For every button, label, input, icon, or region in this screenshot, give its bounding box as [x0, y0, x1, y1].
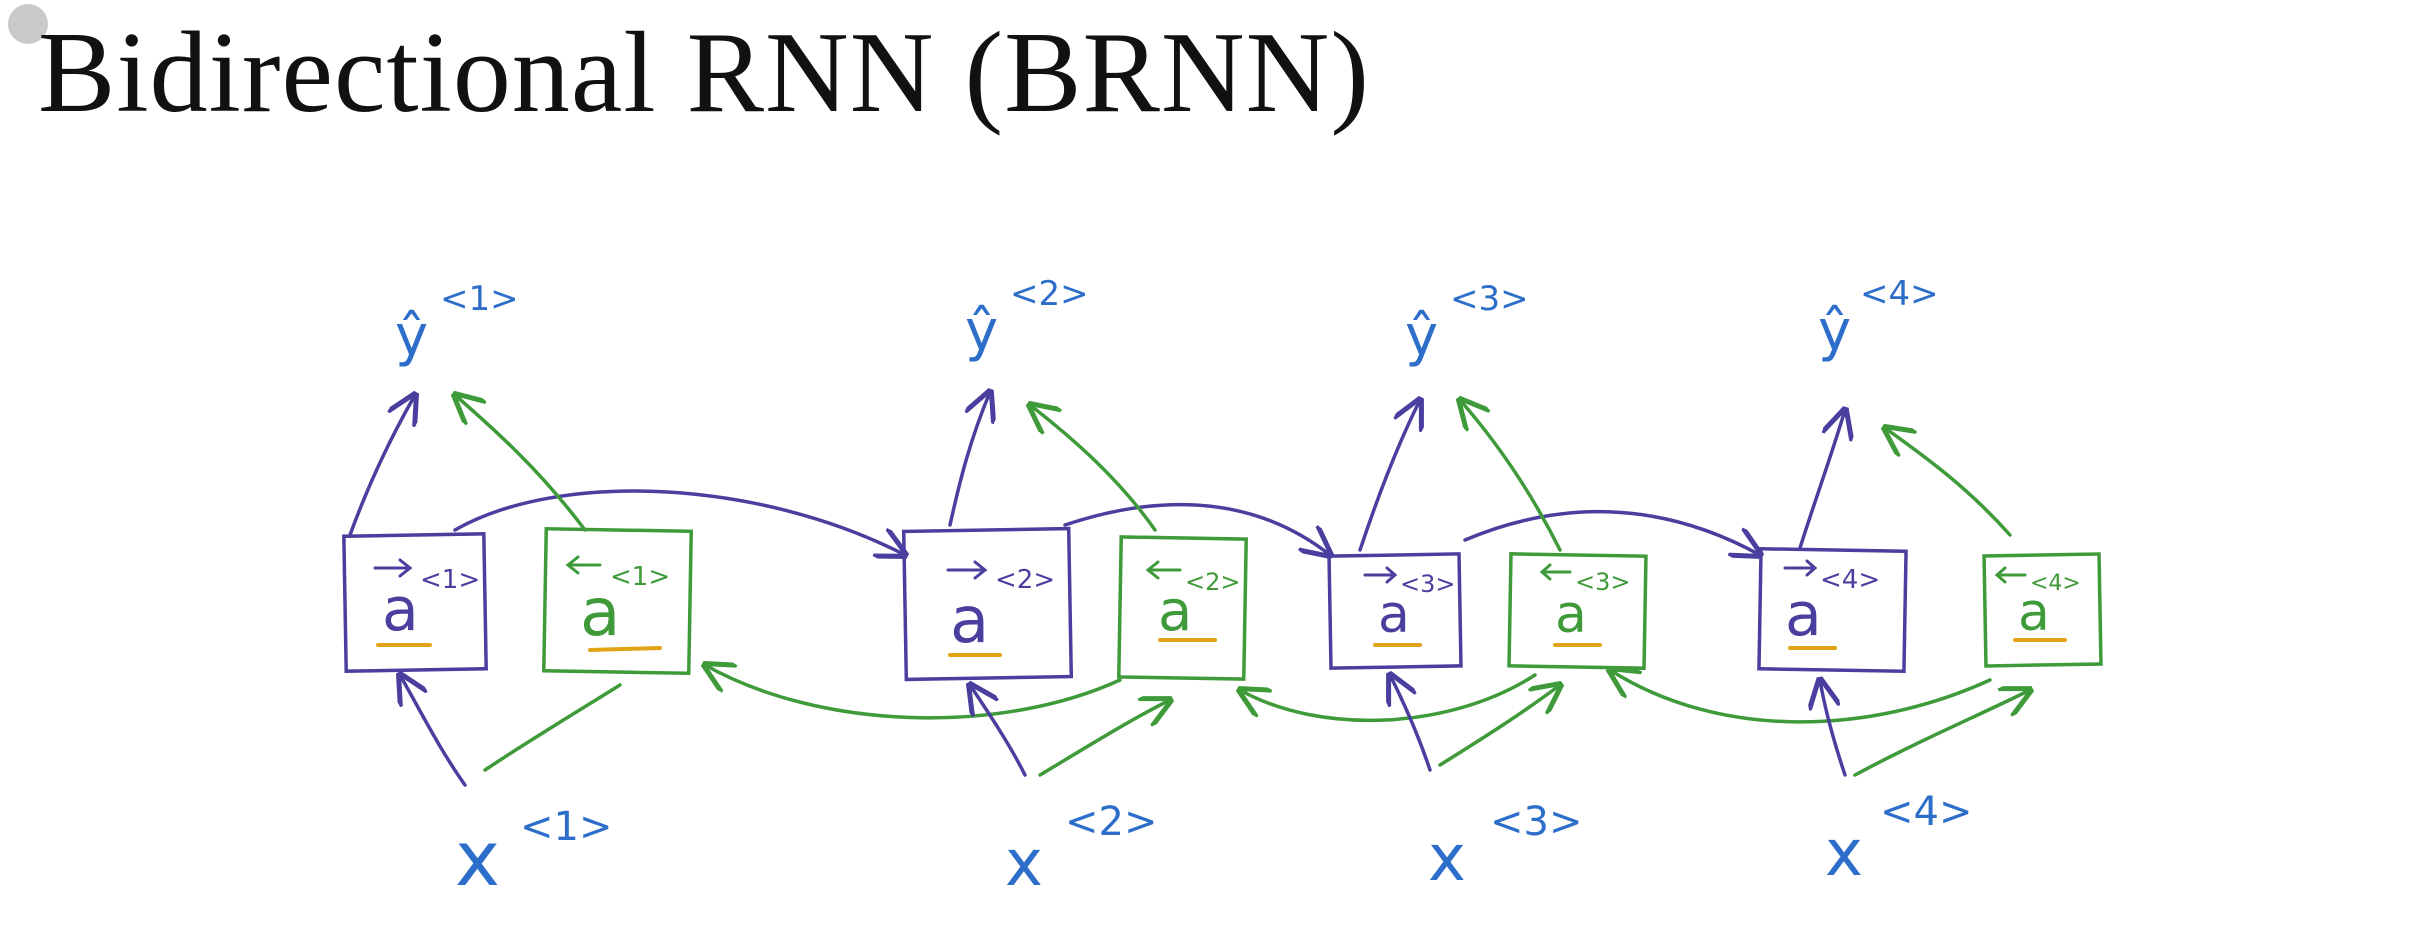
- forward-cell-4: [1757, 546, 1908, 674]
- bwd-a-label-4: a: [2018, 583, 2050, 643]
- fwd-edge-2-3: [1063, 502, 1330, 555]
- fwd-to-yhat-4: [1798, 410, 1845, 550]
- yhat-label-3: ŷ: [1405, 304, 1438, 369]
- fwd-a-sup-2: <2>: [995, 565, 1055, 595]
- x-sup-3: <3>: [1490, 799, 1582, 845]
- slide-corner-dot: [8, 4, 48, 44]
- input-to-fwd-1: [400, 675, 467, 787]
- activation-underlines: [376, 638, 2067, 657]
- fwd-a-label-4: a: [1785, 580, 1822, 650]
- bwd-dir-arrow-1: [565, 555, 602, 575]
- backward-cell-2: [1117, 535, 1248, 681]
- fwd-a-label-2: a: [950, 584, 989, 658]
- x-label-3: x: [1428, 822, 1466, 896]
- yhat-label-4: ŷ: [1818, 299, 1851, 364]
- fwd-a-sup-1: <1>: [420, 565, 480, 595]
- x-label-2: x: [1005, 827, 1043, 901]
- backward-connections: [705, 665, 1992, 724]
- bwd-edge-2-1: [705, 665, 1122, 720]
- output-labels: ŷ <1> ŷ <2> ŷ <3> ŷ <4>: [395, 274, 1939, 369]
- io-arrows: [348, 392, 2030, 787]
- bwd-a-sup-3: <3>: [1575, 568, 1631, 596]
- fwd-dir-arrow-1: [373, 558, 413, 578]
- input-labels: x <1> x <2> x <3> x <4>: [455, 789, 1972, 903]
- fwd-dir-arrow-4: [1783, 559, 1818, 577]
- bwd-to-yhat-2: [1030, 405, 1157, 532]
- yhat-sup-2: <2>: [1010, 274, 1089, 314]
- fwd-a-sup-4: <4>: [1820, 565, 1880, 595]
- fwd-a-label-3: a: [1378, 585, 1410, 645]
- backward-cell-3: [1507, 552, 1648, 670]
- bwd-a-label-1: a: [580, 574, 620, 651]
- fwd-dir-arrow-2: [946, 560, 988, 580]
- fwd-edge-3-4: [1463, 509, 1760, 555]
- fwd-a-label-1: a: [382, 575, 419, 645]
- underline-bwd-1: [588, 646, 662, 652]
- x-label-4: x: [1825, 817, 1863, 891]
- fwd-to-yhat-2: [948, 392, 990, 527]
- bwd-to-yhat-3: [1460, 400, 1562, 552]
- bwd-a-label-2: a: [1158, 579, 1192, 644]
- x-sup-1: <1>: [520, 804, 612, 850]
- fwd-to-yhat-1: [348, 395, 415, 537]
- backward-cell-1: [541, 526, 694, 676]
- yhat-label-1: ŷ: [395, 304, 428, 369]
- forward-connections: [453, 489, 1760, 555]
- bwd-edge-4-3: [1610, 670, 1992, 724]
- input-to-fwd-3: [1390, 675, 1432, 772]
- direction-arrows: [373, 555, 2027, 584]
- input-to-bwd-4: [1853, 690, 2030, 777]
- input-to-bwd-3: [1438, 685, 1560, 767]
- backward-cell-4: [1982, 552, 2103, 668]
- fwd-edge-1-2: [453, 489, 905, 555]
- fwd-to-yhat-3: [1358, 400, 1420, 552]
- yhat-label-2: ŷ: [965, 299, 998, 364]
- fwd-dir-arrow-3: [1363, 566, 1398, 584]
- fwd-a-sup-3: <3>: [1400, 570, 1456, 598]
- input-to-fwd-4: [1820, 680, 1847, 777]
- slide-title: Bidirectional RNN (BRNN): [38, 9, 1371, 137]
- x-sup-2: <2>: [1065, 799, 1157, 845]
- input-to-bwd-1: [483, 683, 622, 772]
- yhat-sup-1: <1>: [440, 279, 519, 319]
- bwd-a-sup-2: <2>: [1185, 568, 1241, 596]
- input-to-fwd-2: [970, 685, 1027, 777]
- x-sup-4: <4>: [1880, 789, 1972, 835]
- yhat-sup-4: <4>: [1860, 274, 1939, 314]
- bwd-dir-arrow-4: [1994, 566, 2027, 584]
- bwd-a-label-3: a: [1555, 585, 1587, 645]
- bwd-to-yhat-4: [1885, 428, 2012, 537]
- yhat-sup-3: <3>: [1450, 279, 1529, 319]
- cell-labels: a <1> a <1> a <2> a <2> a <3> a <3> a <4…: [382, 562, 2081, 658]
- bwd-dir-arrow-2: [1145, 560, 1182, 580]
- bwd-a-sup-1: <1>: [610, 562, 670, 592]
- forward-cell-3: [1327, 552, 1463, 670]
- bwd-dir-arrow-3: [1539, 563, 1572, 581]
- bwd-a-sup-4: <4>: [2030, 571, 2081, 596]
- bwd-to-yhat-1: [455, 395, 587, 532]
- x-label-1: x: [455, 814, 500, 903]
- bwd-edge-3-2: [1240, 673, 1537, 723]
- input-to-bwd-2: [1038, 700, 1170, 777]
